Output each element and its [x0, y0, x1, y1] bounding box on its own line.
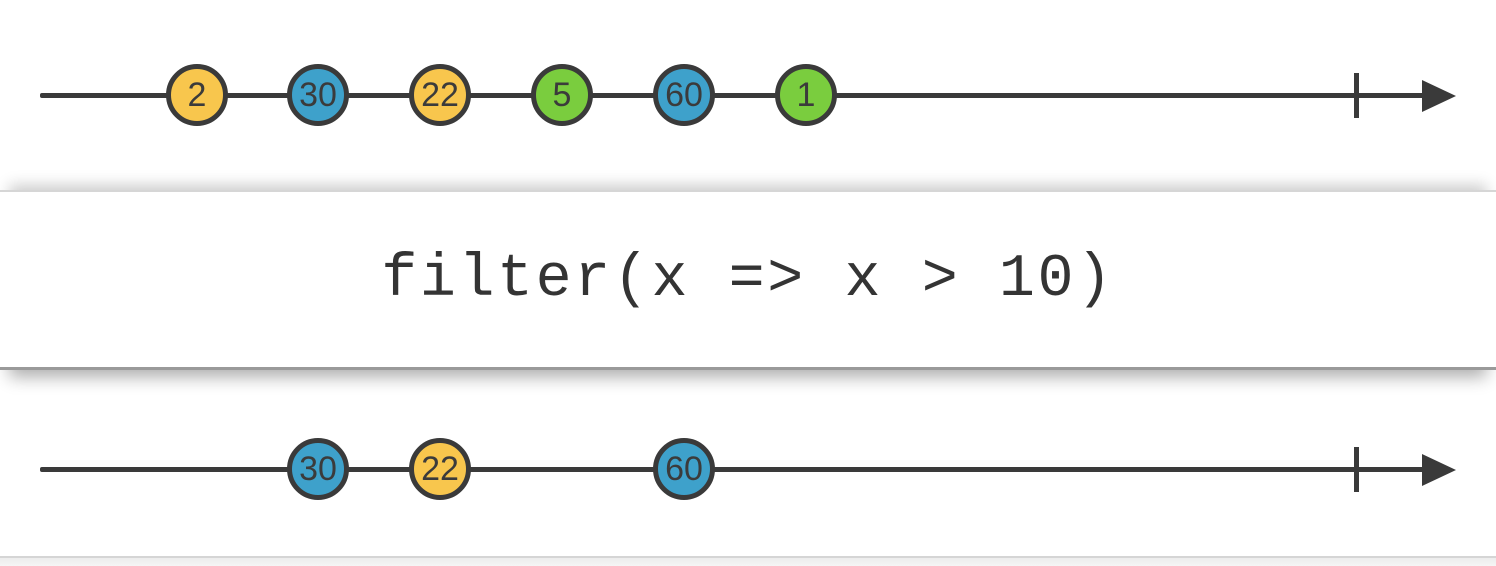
marble-value: 30 — [299, 450, 337, 488]
marble-value: 22 — [421, 76, 459, 114]
marble-30: 30 — [287, 438, 349, 500]
marble-60: 60 — [653, 438, 715, 500]
output-timeline-line — [40, 467, 1448, 472]
output-observable-timeline: 30 22 60 — [0, 370, 1496, 556]
marble-2[interactable]: 2 — [166, 64, 228, 126]
marble-value: 22 — [421, 450, 459, 488]
marble-22: 22 — [409, 438, 471, 500]
input-timeline-line — [40, 93, 1448, 98]
marble-5[interactable]: 5 — [531, 64, 593, 126]
marble-60[interactable]: 60 — [653, 64, 715, 126]
operator-label: filter(x => x > 10) — [381, 245, 1115, 314]
input-arrowhead-icon — [1422, 80, 1456, 112]
marble-value: 2 — [187, 76, 207, 114]
marble-value: 5 — [552, 76, 572, 114]
output-arrowhead-icon — [1422, 454, 1456, 486]
operator-box: filter(x => x > 10) — [0, 190, 1496, 370]
marble-value: 30 — [299, 76, 337, 114]
marble-22[interactable]: 22 — [409, 64, 471, 126]
next-section-top-edge — [0, 556, 1496, 566]
marble-30[interactable]: 30 — [287, 64, 349, 126]
marble-1[interactable]: 1 — [775, 64, 837, 126]
input-observable-timeline: 2 30 22 5 60 1 — [0, 0, 1496, 190]
marble-value: 60 — [665, 76, 703, 114]
output-completion-tick — [1354, 447, 1359, 492]
marble-value: 60 — [665, 450, 703, 488]
input-completion-tick[interactable] — [1354, 73, 1359, 118]
marble-value: 1 — [796, 76, 816, 114]
